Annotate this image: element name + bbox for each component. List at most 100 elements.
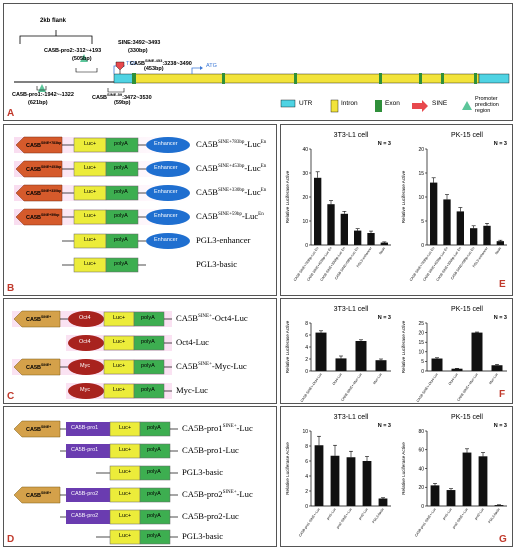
- chart-title: PK-15 cell: [451, 132, 483, 139]
- y-tick-label: 10: [302, 429, 308, 435]
- exon-3: [294, 73, 297, 84]
- bar: [354, 230, 362, 245]
- x-tick-label: CA5B SINE+783bp-Luc En: [293, 246, 320, 282]
- chart-n-label: N = 3: [378, 423, 391, 429]
- d2-luc: Luc+: [119, 447, 132, 453]
- b3-luc: Luc+: [84, 189, 97, 195]
- chart-title: PK-15 cell: [451, 306, 483, 313]
- construct-d2: [60, 443, 178, 459]
- x-tick-label: CA5B SINE+-Myc-Luc: [456, 372, 479, 402]
- b1-polya: polyA: [114, 141, 128, 147]
- x-tick-label: CA5B SINE+-Myc-Luc: [340, 372, 363, 402]
- b6-polya: polyA: [114, 261, 128, 267]
- d3-polya: polyA: [147, 469, 161, 475]
- x-tick-label: CA5B SINE+453bp-Luc En: [422, 246, 449, 282]
- bar: [451, 368, 463, 371]
- b1-luc: Luc+: [84, 141, 97, 147]
- d6-polya: polyA: [147, 533, 161, 539]
- y-tick-label: 30: [302, 171, 308, 177]
- b5-luc: Luc+: [84, 237, 97, 243]
- y-axis-label: Relative Luciferase Active: [401, 320, 406, 373]
- d5-luc: Luc+: [119, 513, 132, 519]
- d4-name: CA5B-pro2SINE+-Luc: [182, 489, 253, 499]
- bar: [330, 455, 340, 506]
- d1-luc: Luc+: [119, 425, 132, 431]
- bar: [430, 182, 438, 245]
- b2-name: CA5BSINE+453bp-LucEn: [196, 163, 267, 173]
- panel-g-label: G: [499, 534, 507, 545]
- y-tick-label: 25: [418, 321, 424, 327]
- bar: [378, 498, 388, 506]
- d3-luc: Luc+: [119, 469, 132, 475]
- d6-name: PGL3-basic: [182, 531, 224, 541]
- b4-luc: Luc+: [84, 213, 97, 219]
- b4-sine-label: CA5BSINE+59bp: [26, 213, 60, 221]
- x-tick-label: PGL3-basic: [371, 507, 385, 524]
- c1-factor: Oct4: [79, 315, 91, 321]
- legend-intron-swatch: [330, 99, 339, 113]
- b5-name: PGL3-enhancer: [196, 235, 251, 245]
- d1-name: CA5B-pro1SINE+-Luc: [182, 423, 253, 433]
- y-tick-label: 8: [305, 321, 308, 327]
- c1-luc: Luc+: [113, 315, 126, 321]
- panel-d-label: D: [7, 534, 15, 545]
- x-tick-label: CA5B SINE+453bp-Luc En: [306, 246, 333, 282]
- x-tick-label: Oct4-Luc: [448, 372, 459, 386]
- bar: [367, 233, 375, 245]
- y-tick-label: 20: [302, 195, 308, 201]
- chart-n-label: N = 3: [494, 315, 507, 321]
- d3-name: PGL3-basic: [182, 467, 224, 477]
- x-tick-label: CA5B-pro1 SINE+-Luc: [414, 507, 437, 538]
- construct-c1: [12, 310, 172, 328]
- exon-5: [419, 73, 422, 84]
- c1-sine-label: CA5BSINE+: [26, 315, 52, 323]
- y-tick-label: 0: [421, 504, 424, 510]
- bar: [335, 358, 347, 371]
- sine-label: SINE:3492~3493: [118, 40, 161, 46]
- pro2-length: (505bp): [72, 56, 92, 62]
- y-tick-label: 2: [305, 357, 308, 363]
- c3-luc: Luc+: [113, 363, 126, 369]
- chart-title: 3T3-L1 cell: [334, 306, 369, 313]
- c3-sine-label: CA5BSINE+: [26, 363, 52, 371]
- x-tick-label: basic: [494, 246, 502, 255]
- construct-d4: [13, 486, 178, 504]
- atg-label: ATG: [206, 63, 217, 69]
- exon-2: [222, 73, 225, 84]
- c2-name: Oct4-Luc: [176, 337, 209, 347]
- flank-bracket: [19, 30, 93, 44]
- panel-b: CA5BSINE+783bp CA5BSINE+453bp CA5BSINE+3…: [3, 124, 277, 296]
- legend-utr-swatch: [280, 99, 296, 108]
- panel-d: CA5BSINE+ CA5BSINE+ CA5B-pro1 CA5B-pro1 …: [3, 406, 277, 547]
- x-tick-label: pro1-Luc: [326, 507, 337, 521]
- construct-b3: [14, 184, 190, 202]
- sine-length: (330bp): [128, 48, 148, 54]
- gene-structure-diagram: [14, 30, 510, 113]
- bar: [456, 211, 464, 245]
- legend-sine-arrow: [412, 100, 428, 112]
- legend-sine-label: SINE: [432, 100, 448, 107]
- intron-bar: [133, 73, 480, 84]
- bar: [362, 461, 372, 506]
- y-tick-label: 4: [305, 474, 308, 480]
- c2-factor: Oct4: [79, 339, 91, 345]
- c1-polya: polyA: [141, 315, 155, 321]
- y-tick-label: 10: [418, 350, 424, 356]
- y-tick-label: 0: [305, 243, 308, 249]
- construct-c2: [66, 335, 172, 351]
- b6-luc: Luc+: [84, 261, 97, 267]
- pro1-bracket: [36, 86, 47, 91]
- b1-enhancer: Enhancer: [154, 141, 178, 147]
- panel-a-label: A: [7, 108, 15, 119]
- y-tick-label: 6: [305, 459, 308, 465]
- sine453-label: CA5BSINE-453:3238~3490: [130, 58, 192, 67]
- b4-polya: polyA: [114, 213, 128, 219]
- y-tick-label: 8: [305, 444, 308, 450]
- construct-d6: [96, 529, 178, 545]
- legend-exon-label: Exon: [385, 100, 400, 107]
- panel-b-label: B: [7, 283, 15, 294]
- chart-n-label: N = 3: [494, 423, 507, 429]
- exon-4: [379, 73, 382, 84]
- pro1-label: CA5B-pro1:-1942~-1322: [12, 92, 74, 98]
